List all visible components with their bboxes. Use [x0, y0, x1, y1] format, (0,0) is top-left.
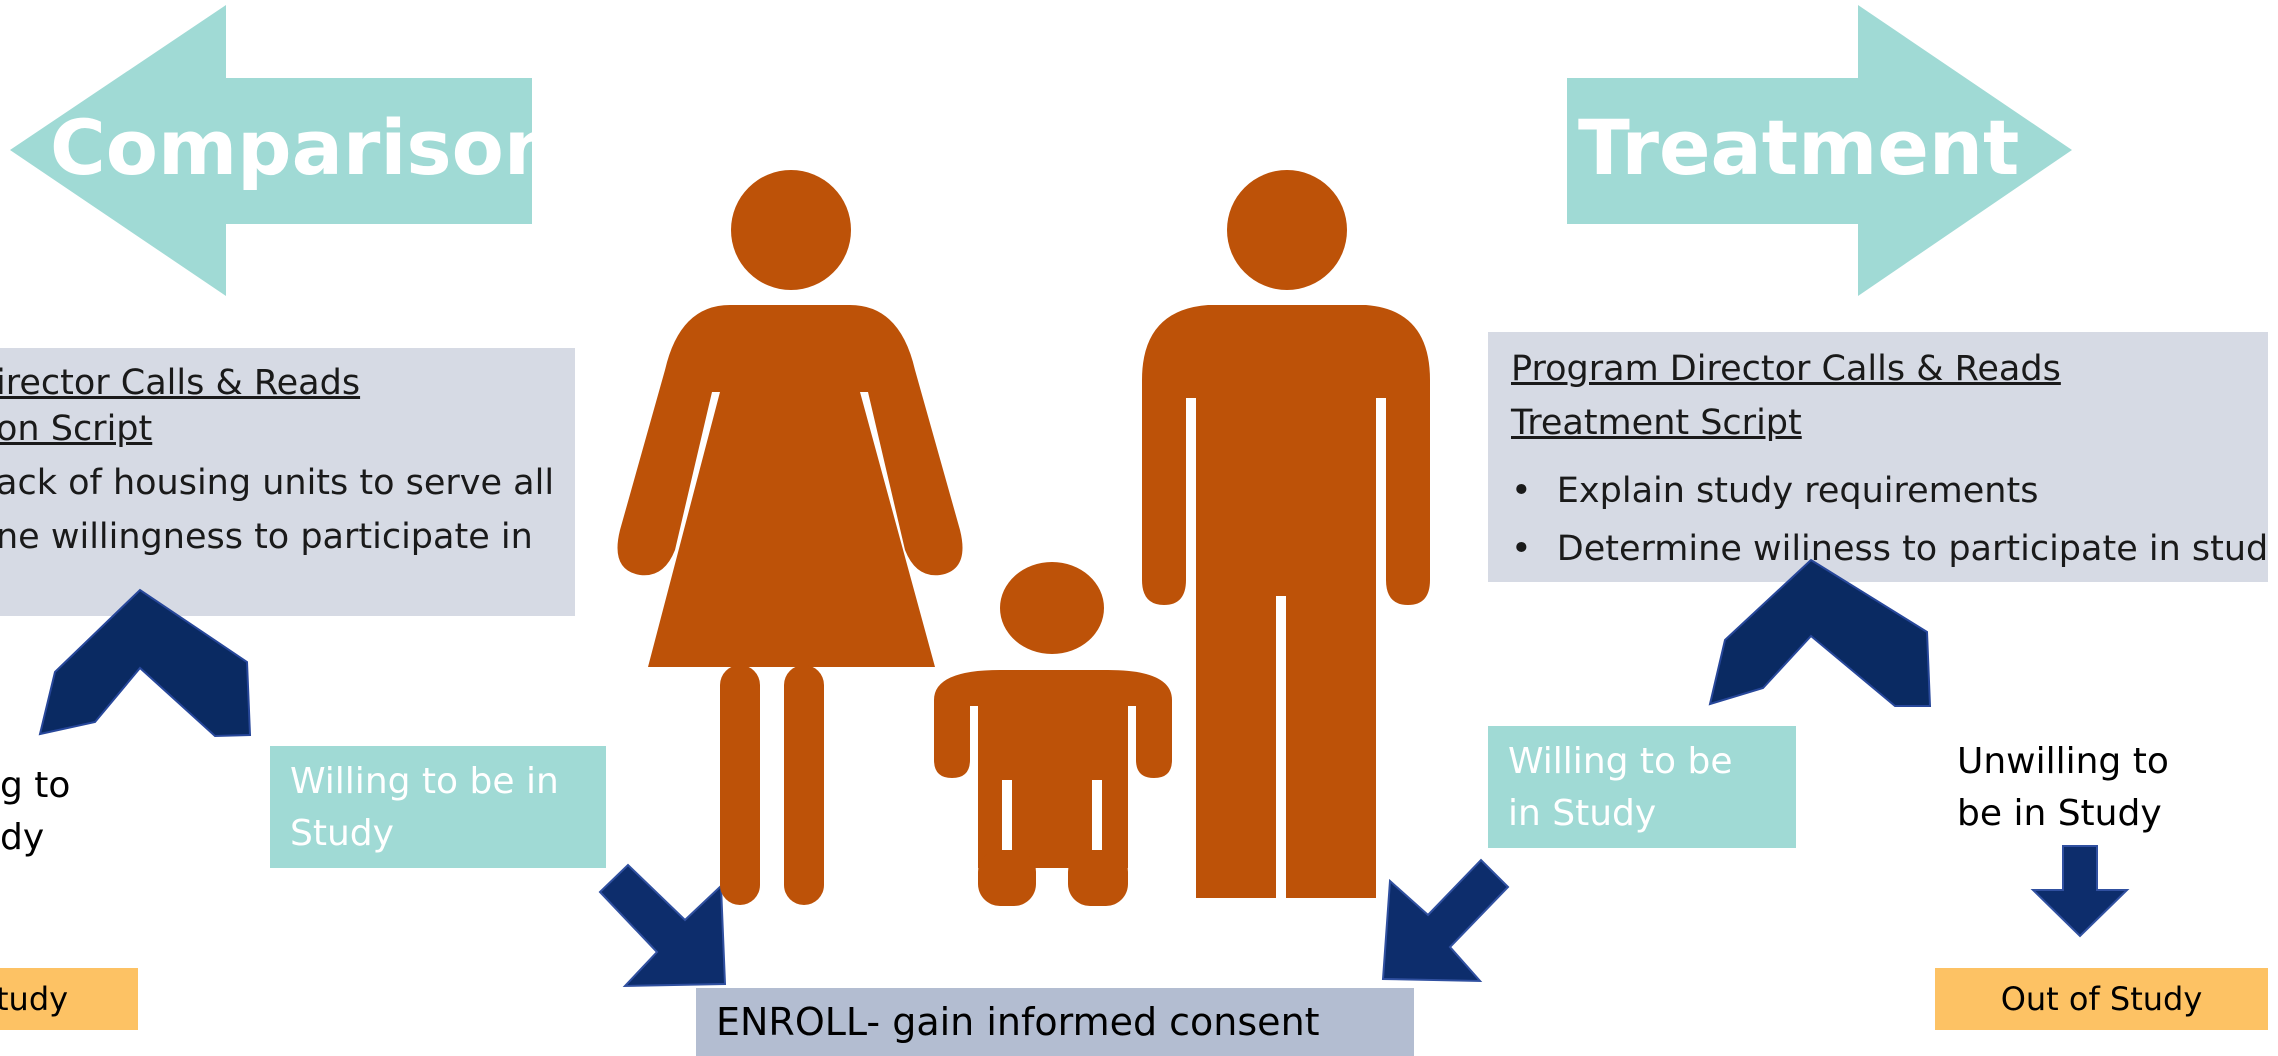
treatment-bullet-1: • Explain study requirements [1511, 464, 2038, 518]
down-arrow-icon [2030, 845, 2130, 938]
family-icon [617, 170, 1430, 906]
comparison-script-heading-line1: irector Calls & Reads [0, 363, 361, 403]
comparison-bullet-1: ack of housing units to serve all [0, 463, 555, 503]
comparison-bullet-2: ne willingness to participate in [0, 517, 533, 557]
left-arrow-icon [10, 5, 532, 296]
right-arrow-icon [1567, 5, 2072, 296]
comparison-script-box: irector Calls & Reads on Script ack of h… [0, 348, 575, 616]
comparison-unwilling-line2: dy [0, 817, 45, 858]
treatment-script-heading: Program Director Calls & Reads Treatment… [1511, 349, 2061, 443]
bullet-dot: • [1511, 529, 1532, 569]
comparison-title: Comparison [50, 103, 558, 192]
comparison-script-heading-line2: on Script [0, 409, 153, 449]
bullet-dot: • [1511, 471, 1532, 511]
treatment-out-of-study: Out of Study [1935, 968, 2268, 1030]
split-chevron-arrow-icon [38, 588, 252, 738]
comparison-out-of-study: tudy [0, 968, 138, 1030]
split-chevron-arrow-icon [1708, 558, 1932, 707]
comparison-out-of-study-label: tudy [0, 980, 69, 1018]
enroll-box: ENROLL- gain informed consent [696, 988, 1414, 1056]
treatment-bullet-1-text: Explain study requirements [1556, 471, 2039, 511]
treatment-bullet-2-text: Determine wiliness to participate in stu… [1556, 529, 2268, 569]
comparison-unwilling-line1: g to [0, 765, 71, 806]
treatment-script-box: Program Director Calls & Reads Treatment… [1488, 332, 2268, 582]
treatment-unwilling: Unwilling to be in Study [1957, 741, 2169, 834]
treatment-bullet-2: • Determine wiliness to participate in s… [1511, 522, 2268, 576]
diagonal-arrow-icon [1381, 858, 1510, 983]
comparison-willing-box: Willing to be in Study [270, 746, 606, 868]
treatment-title: Treatment [1578, 103, 2020, 192]
diagonal-arrow-icon [598, 863, 727, 988]
treatment-willing-box: Willing to be in Study [1488, 726, 1796, 848]
